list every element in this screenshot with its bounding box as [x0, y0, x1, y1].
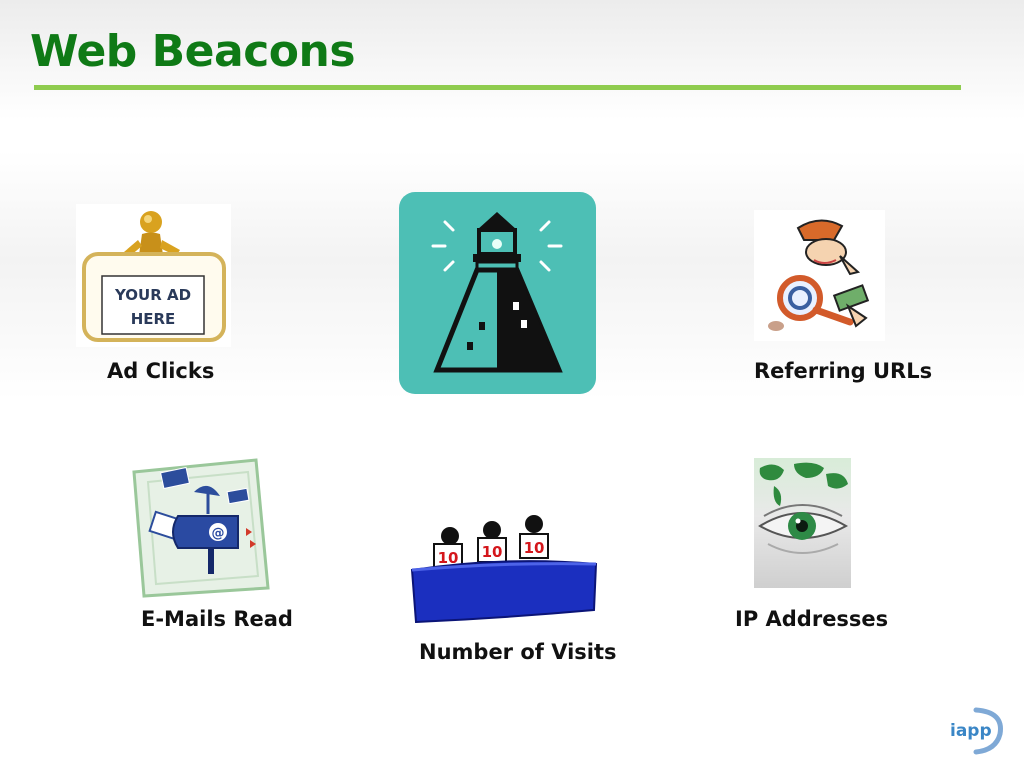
eye-world-map-icon	[754, 458, 851, 588]
ad-sign-text-2: HERE	[131, 310, 176, 328]
judges-scorecards-icon: 10 10 10	[408, 478, 600, 626]
label-number-of-visits: Number of Visits	[419, 640, 617, 664]
ad-sign-text-1: YOUR AD	[114, 286, 191, 304]
lighthouse-icon	[397, 190, 598, 396]
label-ip-addresses: IP Addresses	[735, 607, 889, 631]
detective-magnifier-icon	[754, 210, 885, 341]
score-card-1: 10	[438, 549, 459, 567]
score-card-2: 10	[482, 543, 503, 561]
iapp-logo-icon: iapp	[946, 706, 1006, 756]
mailbox-at-symbol: @	[212, 526, 225, 541]
ad-sign-figure-icon: YOUR AD HERE	[76, 204, 231, 347]
iapp-logo-text: iapp	[950, 721, 992, 741]
mailbox-satellite-icon: @	[128, 452, 272, 598]
score-card-3: 10	[524, 539, 545, 557]
label-emails-read: E-Mails Read	[141, 607, 293, 631]
title-divider	[34, 85, 961, 90]
label-ad-clicks: Ad Clicks	[107, 359, 215, 383]
label-referring-urls: Referring URLs	[754, 359, 933, 383]
slide-title: Web Beacons	[30, 26, 356, 77]
